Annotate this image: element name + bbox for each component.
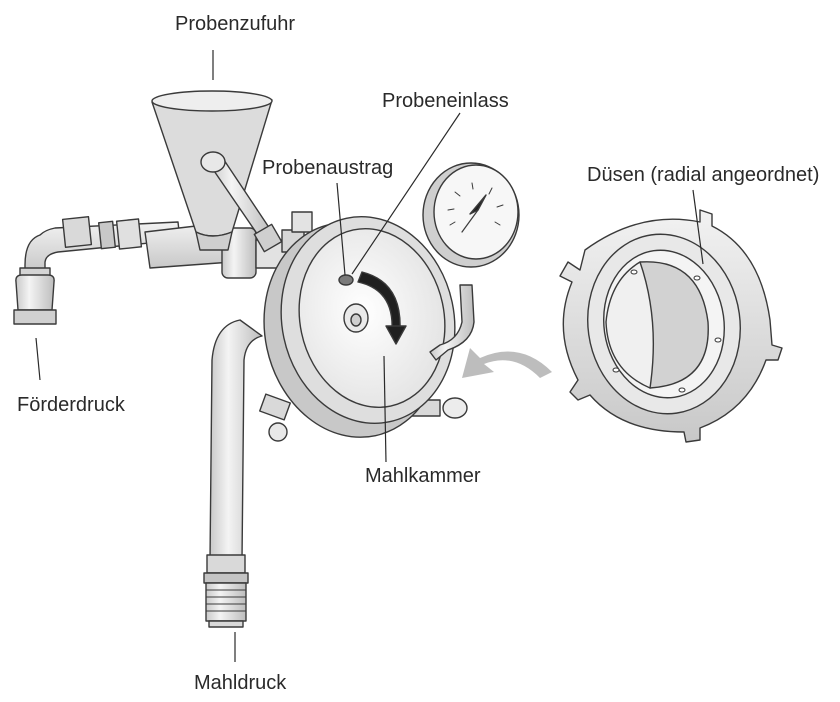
grinding-pressure-pipe	[204, 320, 262, 627]
label-foerderdruck: Förderdruck	[17, 395, 125, 415]
label-probenzufuhr: Probenzufuhr	[175, 14, 295, 34]
label-probeneinlass: Probeneinlass	[382, 91, 509, 111]
label-mahlkammer: Mahlkammer	[365, 466, 481, 486]
leader-foerderdruck	[36, 338, 40, 380]
label-probenaustrag: Probenaustrag	[262, 158, 393, 178]
label-mahldruck: Mahldruck	[194, 673, 286, 693]
nozzle-ring	[560, 210, 782, 442]
assembly-arrow	[462, 348, 552, 378]
label-duesen: Düsen (radial angeordnet)	[587, 165, 819, 185]
